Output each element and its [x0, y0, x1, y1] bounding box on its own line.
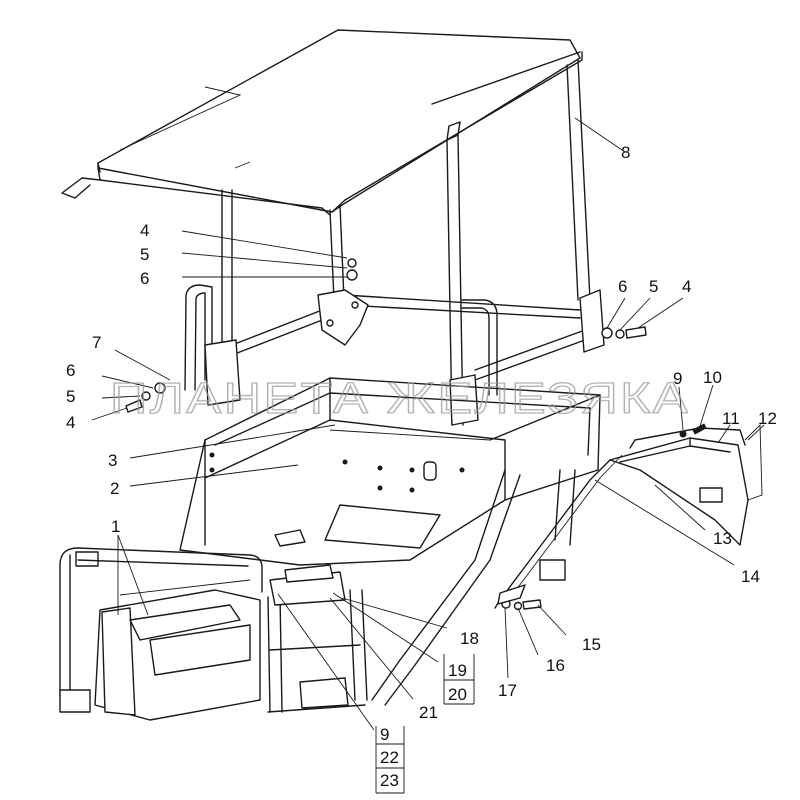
- callout-20: 20: [448, 685, 467, 704]
- callout-9-lower: 9: [380, 725, 389, 744]
- callout-13: 13: [713, 529, 732, 548]
- watermark: ПЛАНЕТА ЖЕЛЕЗЯКА: [110, 374, 690, 423]
- callout-19: 19: [448, 661, 467, 680]
- callout-4-right: 4: [682, 277, 691, 296]
- callout-23: 23: [380, 771, 399, 790]
- leader-lines: [91, 117, 765, 793]
- callout-9: 9: [673, 369, 682, 388]
- callout-10: 10: [703, 368, 722, 387]
- callout-21: 21: [419, 703, 438, 722]
- callout-2: 2: [110, 479, 119, 498]
- callout-6-left: 6: [66, 361, 75, 380]
- callout-16: 16: [546, 656, 565, 675]
- callout-6-right: 6: [618, 277, 627, 296]
- callout-8: 8: [621, 143, 630, 162]
- callout-17: 17: [498, 681, 517, 700]
- floor-frame: [179, 377, 601, 706]
- callout-4-roof: 4: [140, 221, 149, 240]
- front-step-frame: [59, 547, 368, 721]
- right-fender: [494, 423, 763, 609]
- callout-4-left: 4: [66, 413, 75, 432]
- callout-5-right: 5: [649, 277, 658, 296]
- callout-11: 11: [722, 409, 740, 428]
- callout-7: 7: [92, 333, 101, 352]
- callout-5-left: 5: [66, 387, 75, 406]
- callout-numbers: 1 2 3 4 5 6 7 6 5 4 8 6 5 4 9 10 11 12 1…: [66, 143, 777, 790]
- callout-5-roof: 5: [140, 245, 149, 264]
- callout-1: 1: [111, 517, 120, 536]
- roof-panel: [61, 29, 583, 216]
- callout-group-underlines: [376, 679, 474, 794]
- callout-18: 18: [460, 629, 479, 648]
- callout-12: 12: [758, 409, 777, 428]
- callout-3: 3: [108, 451, 117, 470]
- callout-14: 14: [741, 567, 760, 586]
- callout-22: 22: [380, 748, 399, 767]
- callout-6-roof: 6: [140, 269, 149, 288]
- callout-15: 15: [582, 635, 601, 654]
